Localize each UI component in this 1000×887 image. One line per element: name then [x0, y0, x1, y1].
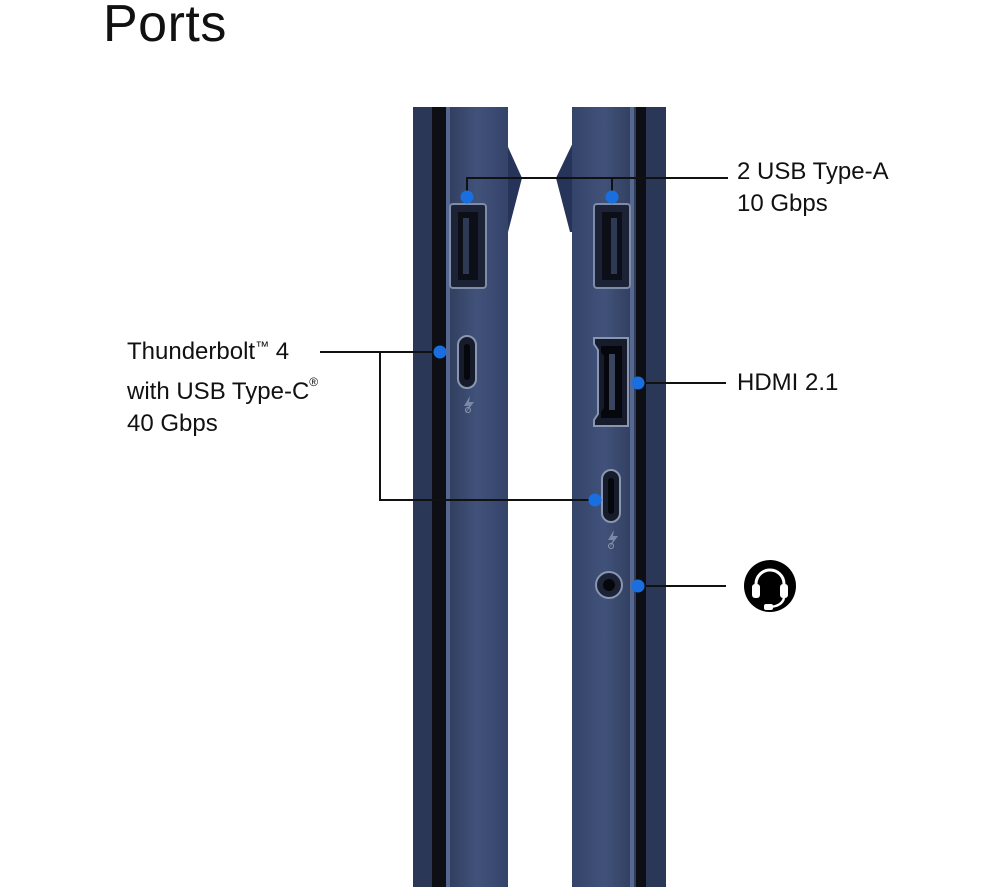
lightning-icon — [464, 396, 474, 414]
usb-a-label-line2: 10 Gbps — [737, 190, 828, 217]
left-gap-line — [432, 107, 446, 887]
left-body-highlight — [446, 107, 450, 887]
right-body-highlight — [630, 107, 634, 887]
usb-a-label-line1: 2 USB Type-A — [737, 158, 889, 185]
right-led — [608, 543, 614, 549]
registered-symbol: ® — [309, 375, 319, 389]
marker-audio — [631, 579, 645, 593]
callout-lines — [320, 177, 728, 587]
marker-right-usb-a — [605, 190, 619, 204]
audio-jack-port — [595, 571, 623, 599]
lightning-icon — [608, 530, 618, 548]
marker-right-thunderbolt — [588, 493, 602, 507]
right-usb-c-port — [601, 469, 621, 523]
right-lid-outer — [646, 107, 666, 887]
right-usb-a-port — [593, 203, 631, 289]
right-hdmi-port — [593, 337, 629, 427]
page-title: Ports — [103, 0, 227, 53]
usb-a-label: 2 USB Type-A 10 Gbps — [737, 156, 889, 220]
thunderbolt-label: Thunderbolt™ 4 with USB Type-C® 40 Gbps — [127, 336, 318, 440]
left-lid-outer — [413, 107, 435, 887]
usb-a-callout-line — [466, 177, 728, 196]
left-usb-a-port — [449, 203, 487, 289]
left-usb-c-port — [457, 335, 477, 389]
thunderbolt-label-line1: Thunderbolt™ 4 — [127, 336, 318, 370]
headset-icon — [744, 560, 796, 612]
marker-left-usb-a — [460, 190, 474, 204]
thunderbolt-label-line3: 40 Gbps — [127, 410, 218, 437]
laptop-right-side — [556, 107, 666, 887]
thunderbolt-label-text: Thunderbolt — [127, 338, 256, 365]
laptop-left-side — [413, 107, 522, 887]
hdmi-label: HDMI 2.1 — [737, 369, 839, 396]
marker-left-thunderbolt — [433, 345, 447, 359]
left-led — [465, 407, 471, 413]
thunderbolt-label-line2: with USB Type-C® — [127, 370, 318, 408]
thunderbolt-version: 4 — [269, 338, 290, 365]
usb-type-c-text: with USB Type-C — [127, 378, 310, 405]
port-markers — [433, 190, 645, 593]
trademark-symbol: ™ — [255, 338, 270, 354]
marker-hdmi — [631, 376, 645, 390]
